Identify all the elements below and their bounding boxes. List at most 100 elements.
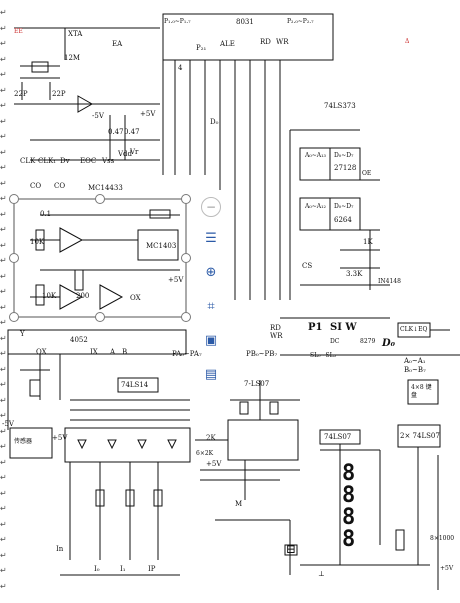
- dc-label: DC: [330, 338, 340, 345]
- paragraph-mark: ↵: [0, 318, 7, 327]
- r1k-label: 1K: [363, 238, 373, 246]
- paragraph-mark: ↵: [0, 504, 7, 513]
- cap-047-2: 0.47: [124, 128, 140, 136]
- mc14433-label: MC14433: [88, 184, 123, 192]
- chip-8031-label: 8031: [236, 18, 254, 26]
- r6x2k-label: 6×2K: [196, 450, 214, 457]
- digit-2: 8: [342, 483, 356, 508]
- i0-label: I₀: [94, 565, 100, 573]
- diode-in4148-label: IN4148: [378, 278, 401, 285]
- xtal-label: XTA: [68, 30, 83, 38]
- paragraph-mark: ↵: [0, 426, 7, 436]
- pb-label: PB₀~PB₇: [246, 350, 278, 358]
- digit-4: 8: [342, 527, 356, 552]
- pa-label: PA₀~PA₇: [172, 350, 202, 358]
- vdd-label: Vdd: [118, 150, 133, 158]
- paragraph-mark: ↵: [0, 488, 7, 498]
- paragraph-mark: ↵: [0, 240, 7, 250]
- p1-label: P1: [308, 322, 323, 333]
- plus5v-bl-label: +5V: [52, 434, 68, 442]
- paragraph-mark: ↵: [0, 535, 7, 544]
- paragraph-mark: ↵: [0, 411, 7, 420]
- paragraph-mark: ↵: [0, 442, 7, 451]
- latch-pin-label: D₀: [210, 118, 219, 126]
- ox-label: OX: [130, 294, 141, 302]
- vss-label: Vss: [102, 157, 115, 165]
- picture-toolbar: − ☰ ⊕ ⌗ ▣ ▤: [197, 197, 225, 387]
- resistor-net-label: 8×1000: [430, 535, 455, 542]
- neg5v-label: -5V: [92, 112, 104, 120]
- q-label: CO: [30, 182, 42, 190]
- ref-tag: EE: [14, 28, 23, 35]
- ix-label: IX: [90, 348, 98, 356]
- rd-label: RD: [260, 38, 271, 46]
- chip-4052-label: 4052: [70, 336, 88, 344]
- r3k3-label: 3.3K: [346, 270, 363, 278]
- cap-22p-2: 22P: [52, 90, 66, 98]
- cap-047-1: 0.47: [108, 128, 124, 136]
- plus5v-bm-label: +5V: [206, 460, 222, 468]
- paragraph-mark: ↵: [0, 519, 7, 529]
- chip-6264-data: D₀~D₇: [334, 203, 354, 210]
- b0-b7-label: B₀~B₇: [404, 366, 426, 374]
- paragraph-mark: ↵: [0, 271, 7, 281]
- i1-label: I₁: [120, 565, 126, 573]
- chip-27128-ce: OE: [362, 170, 372, 177]
- ls07b-label: 2× 74LS07: [400, 432, 440, 440]
- crop-button[interactable]: ⌗: [198, 293, 224, 319]
- chip-27128-data: D₀~D₇: [334, 152, 354, 159]
- paragraph-mark: ↵: [0, 566, 7, 575]
- cap-01-label: 0.1: [40, 210, 52, 218]
- plus5v-label: +5V: [140, 110, 156, 118]
- paragraph-mark: ↵: [0, 163, 7, 172]
- replace-image-button[interactable]: ▣: [198, 327, 224, 353]
- rd2-label: RD: [270, 324, 281, 332]
- minus-button[interactable]: −: [201, 197, 221, 217]
- digit-1: 8: [342, 461, 356, 486]
- paragraph-mark: ↵: [0, 380, 7, 389]
- chip-8279-label: 8279: [360, 338, 376, 345]
- paragraph-mark: ↵: [0, 395, 7, 405]
- paragraph-mark: ↵: [0, 364, 7, 374]
- image-replace-icon: ▣: [204, 332, 218, 348]
- paragraph-mark: ↵: [0, 550, 7, 560]
- chip-27128-label: 27128: [334, 164, 357, 172]
- picture-tools-button[interactable]: ▤: [198, 361, 224, 387]
- in-label: In: [56, 545, 64, 553]
- layout-button[interactable]: ☰: [198, 225, 224, 251]
- ground-label: ⊥: [318, 570, 325, 578]
- paragraph-mark: ↵: [0, 333, 7, 343]
- chip-6264-label: 6264: [334, 216, 352, 224]
- relay-label: M: [235, 500, 243, 508]
- r10k2-label: 10K: [42, 292, 57, 300]
- zoom-button[interactable]: ⊕: [198, 259, 224, 285]
- ea-label: EA: [112, 40, 123, 48]
- zoom-in-icon: ⊕: [205, 264, 217, 280]
- cs-label: CS: [302, 262, 313, 270]
- ip-label: IP: [148, 565, 156, 573]
- crystal-label: 12M: [64, 54, 81, 62]
- plus5v-right-label: +5V: [440, 565, 454, 572]
- clk1-label: CLK₁: [38, 157, 57, 165]
- seven-seg-display: 8 8 8 8: [342, 463, 372, 551]
- sensor-label: 传感器: [14, 438, 33, 445]
- ox2-label: OX: [36, 348, 47, 356]
- text-layout-icon: ☰: [205, 230, 217, 246]
- paragraph-mark: ↵: [0, 85, 7, 95]
- paragraph-mark: ↵: [0, 256, 7, 265]
- paragraph-mark: ↵: [0, 581, 7, 591]
- paragraph-mark: ↵: [0, 473, 7, 482]
- ls07-label: 74LS07: [324, 433, 352, 441]
- paragraph-mark: ↵: [0, 349, 7, 358]
- siw-label: SI W: [330, 322, 357, 333]
- dv-label: Dv: [60, 157, 70, 165]
- alu-label: ALE: [220, 40, 235, 48]
- y-label: Y: [20, 330, 25, 338]
- paragraph-mark: ↵: [0, 457, 7, 467]
- clk-label: CLK: [20, 157, 36, 165]
- paragraph-mark: ↵: [0, 54, 7, 64]
- plus5v-b-label: +5V: [168, 276, 184, 284]
- vr-label: Vr: [130, 148, 139, 156]
- pin-4-label: 4: [178, 64, 183, 72]
